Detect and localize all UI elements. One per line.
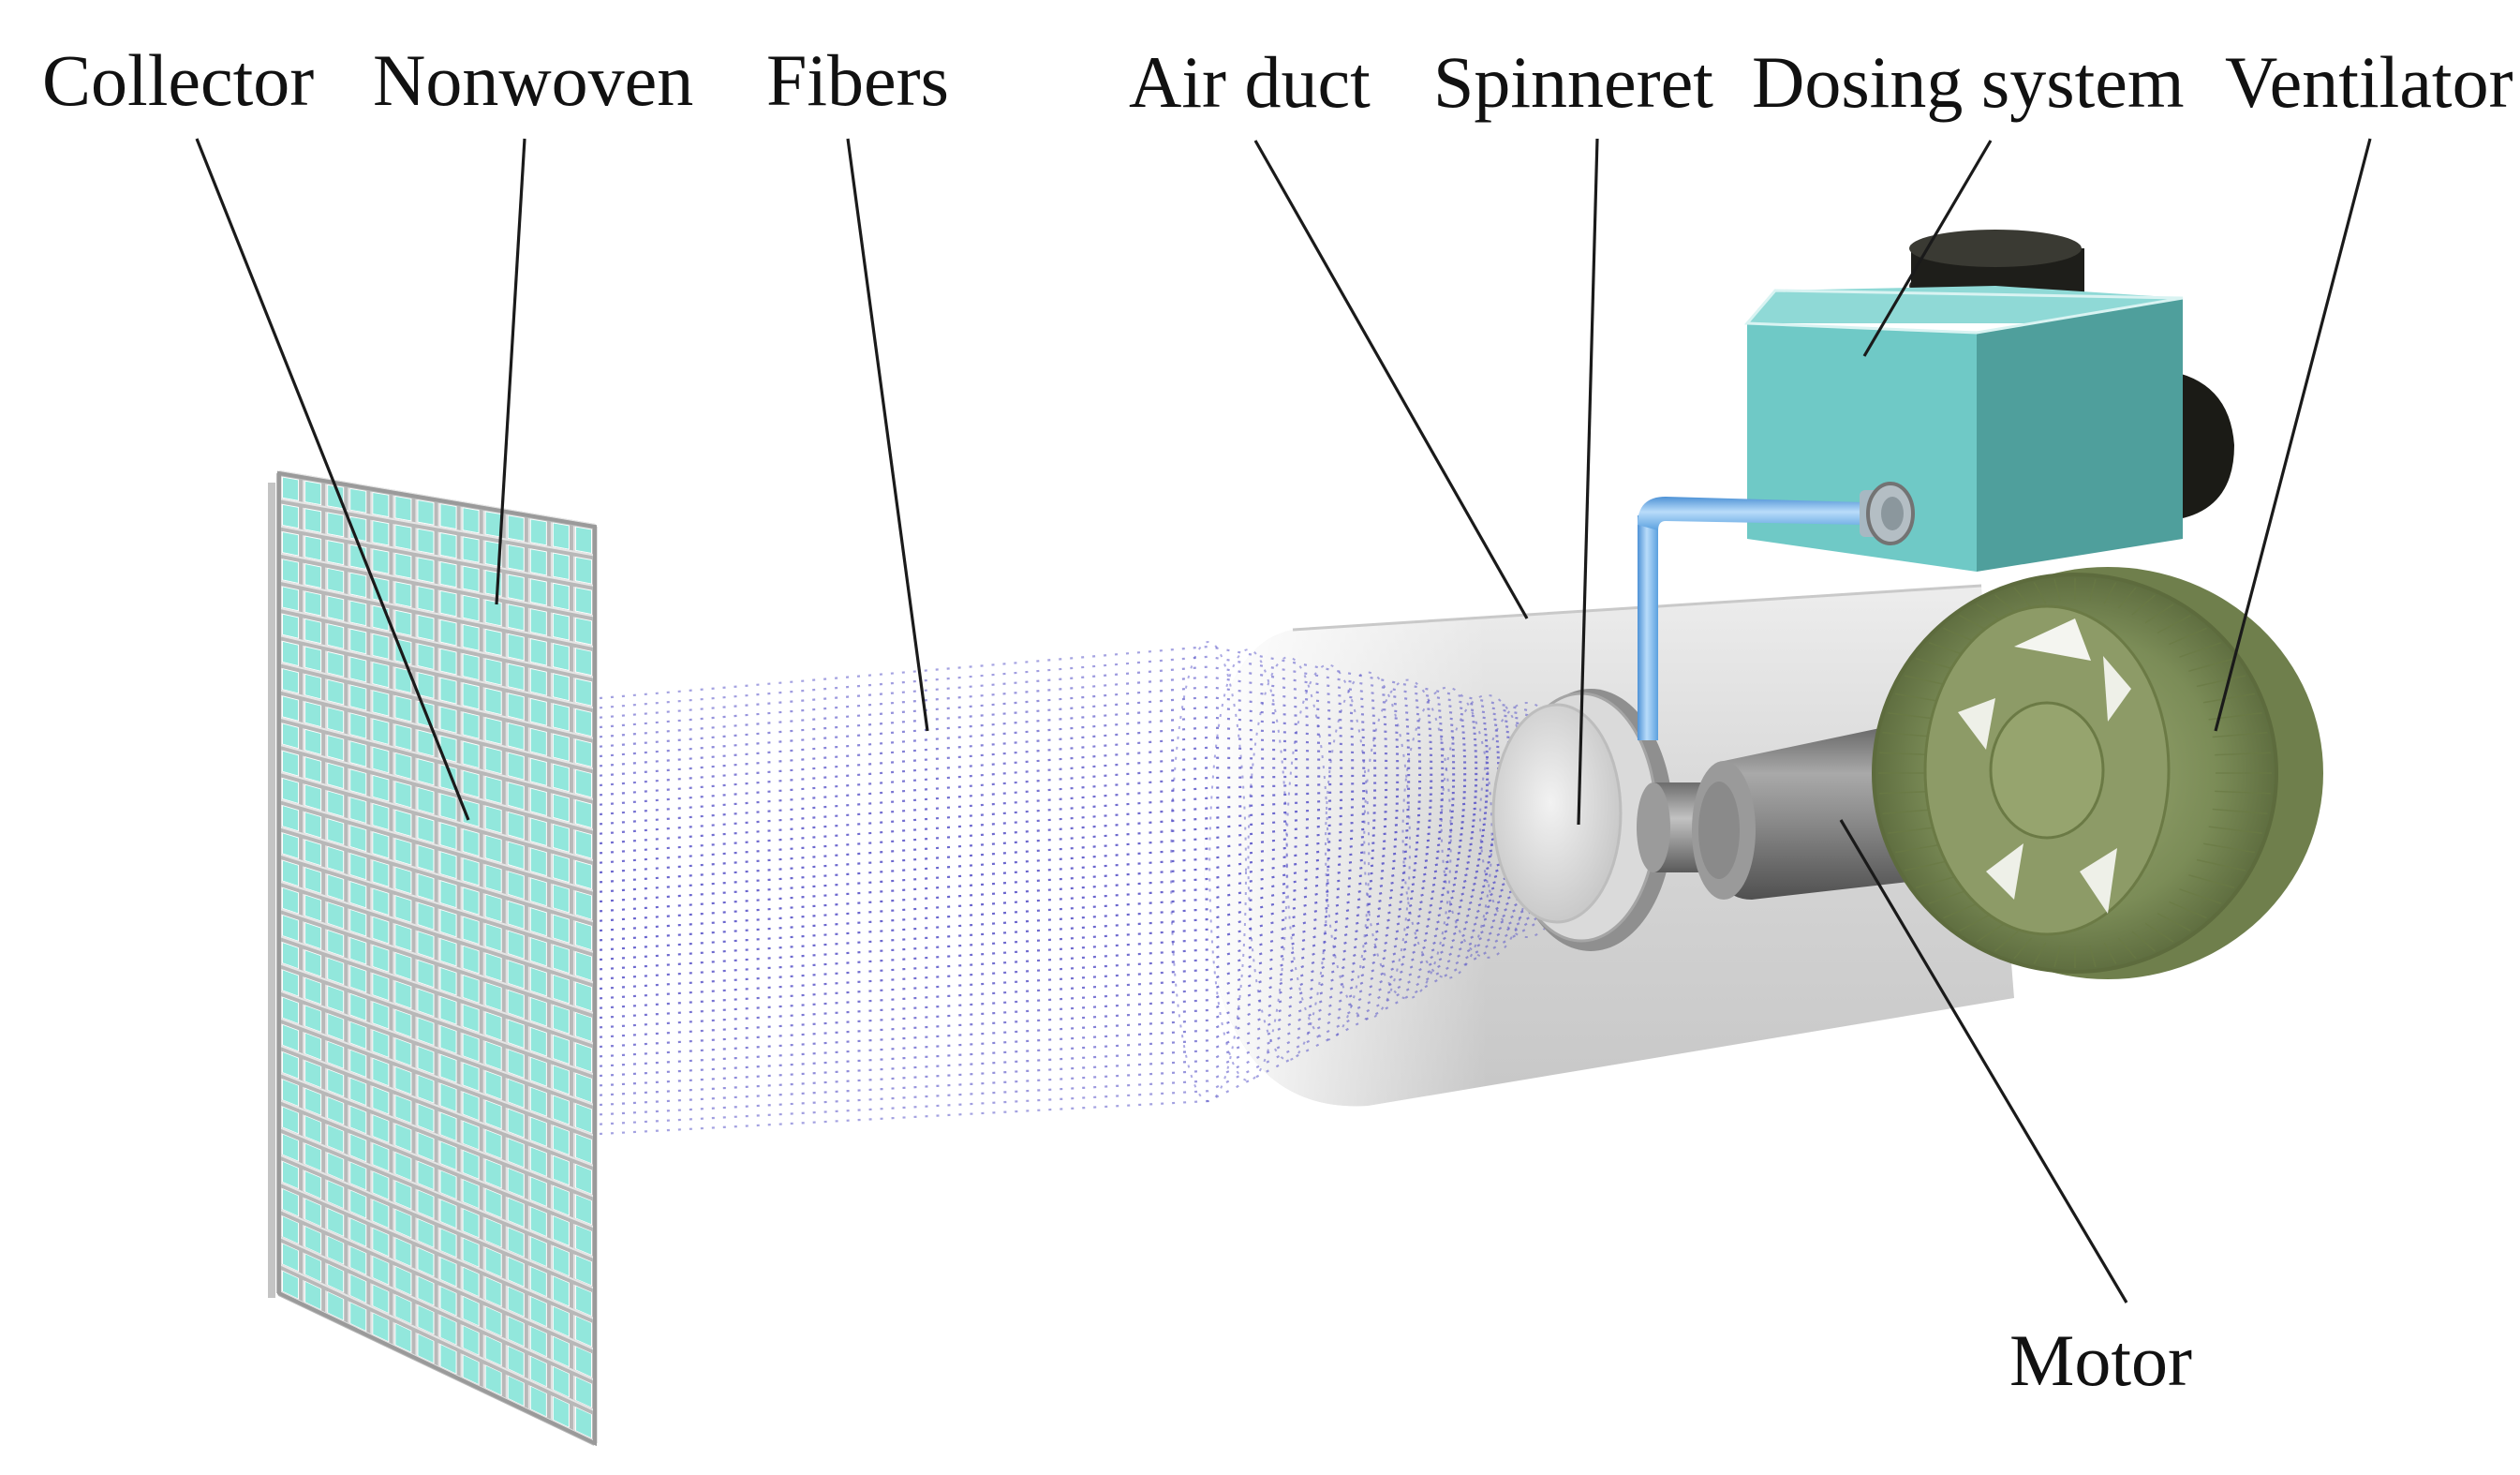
label-dosing-system: Dosing system bbox=[1752, 41, 2185, 123]
label-fibers: Fibers bbox=[766, 39, 949, 121]
leader-collector bbox=[195, 138, 470, 821]
feed-tube bbox=[1638, 482, 1915, 740]
label-nonwoven: Nonwoven bbox=[373, 39, 693, 121]
leader-spinneret bbox=[1577, 138, 1599, 826]
leader-motor bbox=[1839, 819, 2128, 1304]
label-collector: Collector bbox=[42, 39, 314, 121]
labels: Collector Nonwoven Fibers Air duct Spinn… bbox=[42, 39, 2513, 1401]
leader-dosing-system bbox=[1862, 140, 1993, 357]
leader-fibers bbox=[846, 138, 929, 732]
leader-ventilator bbox=[2214, 138, 2372, 732]
spinneret bbox=[1491, 689, 1673, 951]
label-air-duct: Air duct bbox=[1129, 41, 1371, 123]
label-ventilator: Ventilator bbox=[2225, 41, 2513, 123]
ventilator bbox=[1872, 567, 2323, 979]
nonwoven bbox=[283, 477, 591, 1438]
collector bbox=[268, 470, 598, 1447]
leader-nonwoven bbox=[495, 138, 526, 605]
fibers bbox=[599, 641, 1575, 1136]
fan-blades bbox=[1958, 618, 2131, 914]
label-motor: Motor bbox=[2009, 1319, 2192, 1401]
leader-air-duct bbox=[1253, 140, 1529, 619]
label-spinneret: Spinneret bbox=[1433, 41, 1713, 123]
leader-lines bbox=[195, 138, 2372, 1304]
